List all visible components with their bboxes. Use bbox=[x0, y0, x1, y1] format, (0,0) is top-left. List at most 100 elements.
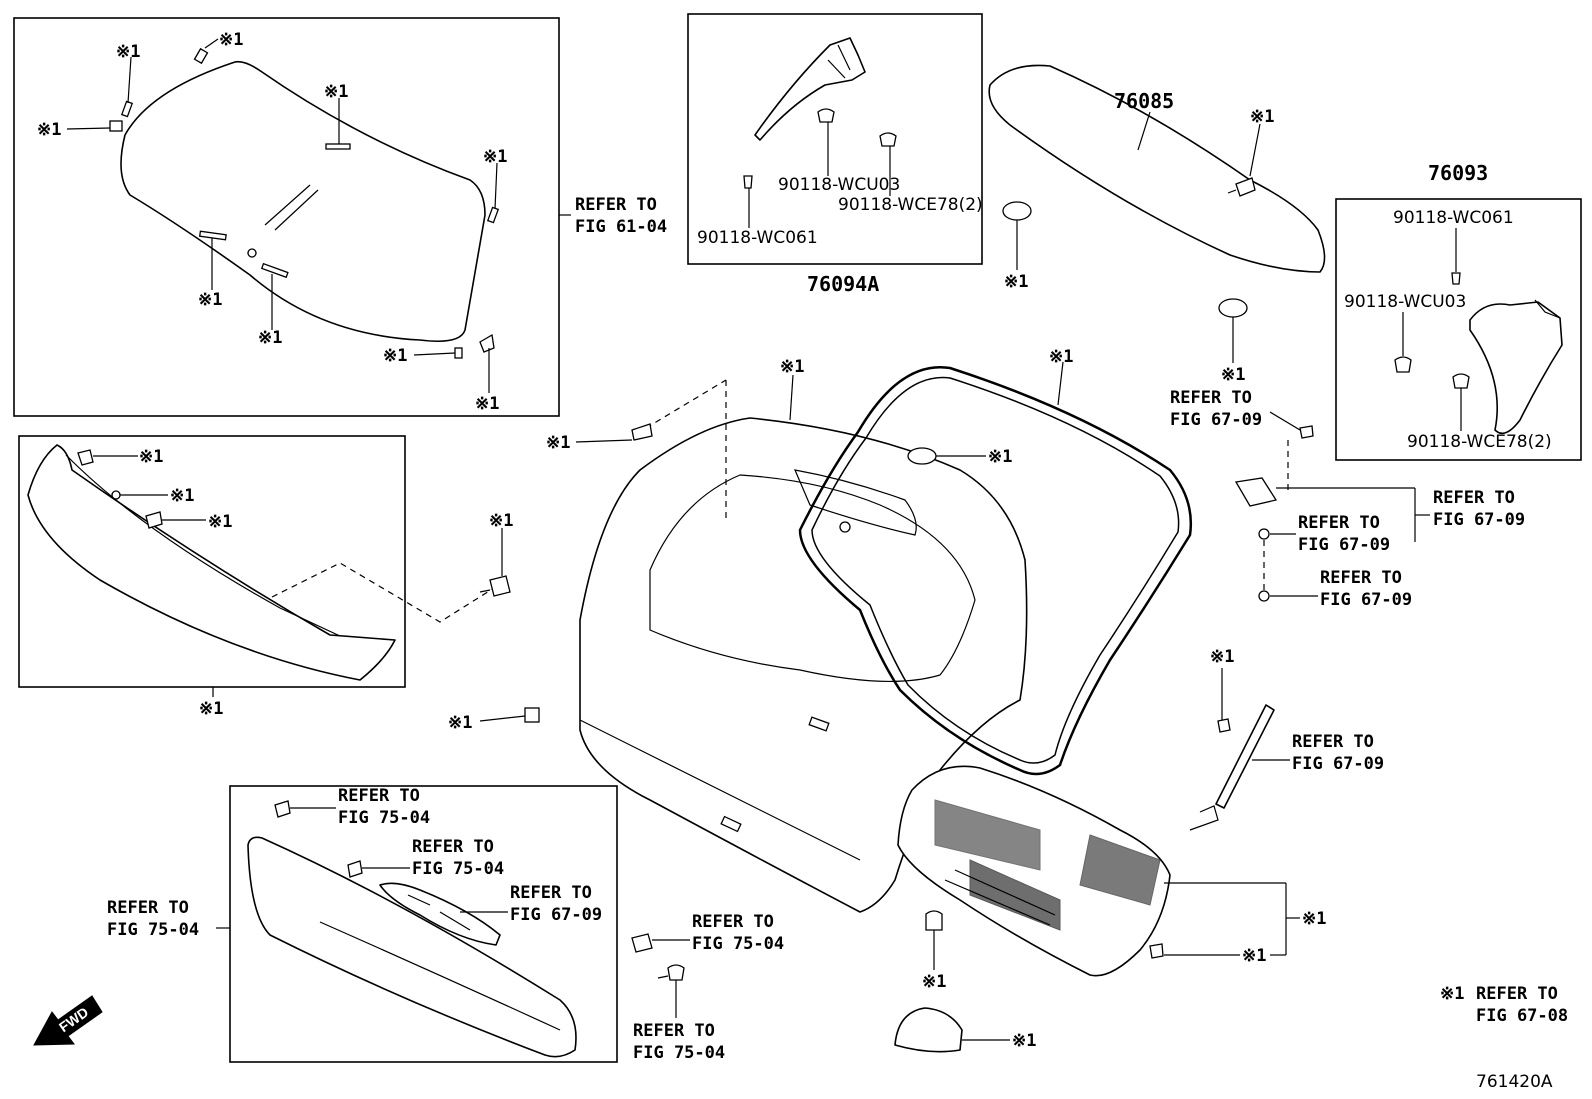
fig-67-09-label: FIG 67-09 bbox=[1433, 510, 1525, 530]
clip-wce78-part bbox=[879, 132, 897, 147]
mark-label: ※1 bbox=[1004, 272, 1028, 292]
fig-75-04-label: FIG 75-04 bbox=[412, 859, 504, 879]
mark-label: ※1 bbox=[489, 511, 513, 531]
garnish-screw bbox=[347, 860, 363, 878]
grommet-a bbox=[1002, 201, 1032, 221]
part-76094a-label: 76094A bbox=[807, 272, 879, 296]
mark-label: ※1 bbox=[780, 357, 804, 377]
glass-strip-b bbox=[260, 262, 289, 279]
mark-label: ※1 bbox=[1012, 1031, 1036, 1051]
clip-wc061-label: 90118-WC061 bbox=[697, 228, 818, 248]
glass-clip-b bbox=[120, 100, 134, 118]
handle-cover bbox=[894, 1007, 963, 1053]
fig-75-04-label: FIG 75-04 bbox=[338, 808, 430, 828]
glass-clip-d bbox=[486, 206, 500, 224]
glass-strip-c bbox=[325, 143, 351, 150]
clip-wce78-b-label: 90118-WCE78(2) bbox=[1407, 432, 1552, 452]
refer-to-label: REFER TO bbox=[412, 837, 494, 857]
fig-67-09-label: FIG 67-09 bbox=[1170, 410, 1262, 430]
fwd-arrow-icon: FWD bbox=[33, 995, 103, 1046]
refer-to-label: REFER TO bbox=[575, 195, 657, 215]
glass-clip-e bbox=[454, 347, 463, 359]
mark-label: ※1 bbox=[483, 147, 507, 167]
door-pad bbox=[524, 707, 540, 723]
rear-glass-panel bbox=[120, 60, 486, 343]
spoiler-bolt-lower bbox=[489, 575, 511, 597]
mark-label: ※1 bbox=[219, 30, 243, 50]
part-76085-label: 76085 bbox=[1114, 89, 1174, 113]
spoiler-bolt bbox=[1235, 177, 1256, 197]
mark-label: ※1 bbox=[988, 447, 1012, 467]
rear-glass-box bbox=[13, 17, 560, 417]
refer-to-label: REFER TO bbox=[1292, 732, 1374, 752]
refer-to-label: REFER TO bbox=[1433, 488, 1515, 508]
door-stopper bbox=[925, 910, 943, 931]
footnote-fig: FIG 67-08 bbox=[1476, 1006, 1568, 1026]
clip-wcu03-label: 90118-WCU03 bbox=[778, 175, 900, 195]
trim-clip bbox=[1149, 943, 1164, 959]
grommet-b bbox=[1218, 298, 1248, 318]
mark-label: ※1 bbox=[198, 290, 222, 310]
garnish-box bbox=[229, 785, 618, 1063]
mark-label: ※1 bbox=[383, 346, 407, 366]
clip-wcu03-part bbox=[817, 108, 835, 123]
spoiler-clip bbox=[111, 490, 121, 500]
back-door-garnish bbox=[247, 836, 577, 1058]
bracket-76094a bbox=[754, 37, 866, 141]
bracket-76093-box bbox=[1335, 198, 1582, 461]
mark-label: ※1 bbox=[1302, 909, 1326, 929]
door-clip-a bbox=[631, 423, 653, 441]
fig-75-04-label: FIG 75-04 bbox=[633, 1043, 725, 1063]
mark-label: ※1 bbox=[546, 433, 570, 453]
bracket-76093 bbox=[1469, 301, 1563, 435]
fig-67-09-label: FIG 67-09 bbox=[1292, 754, 1384, 774]
clip-wce78-label: 90118-WCE78(2) bbox=[838, 195, 983, 215]
clip-wcu03-b-part bbox=[1394, 356, 1412, 373]
bracket-76094a-box bbox=[687, 13, 983, 265]
glass-reflection bbox=[264, 184, 319, 231]
mark-label: ※1 bbox=[199, 699, 223, 719]
bolt bbox=[667, 964, 685, 981]
damper-bolt bbox=[1217, 718, 1231, 733]
fig-75-04-label: FIG 75-04 bbox=[107, 920, 199, 940]
fig-67-09-label: FIG 67-09 bbox=[1320, 590, 1412, 610]
spoiler-nut bbox=[77, 449, 94, 466]
mark-label: ※1 bbox=[170, 486, 194, 506]
clip-wcu03-b-label: 90118-WCU03 bbox=[1344, 292, 1466, 312]
fig-61-04-label: FIG 61-04 bbox=[575, 217, 667, 237]
mark-label: ※1 bbox=[1210, 647, 1234, 667]
refer-to-label: REFER TO bbox=[1320, 568, 1402, 588]
mark-label: ※1 bbox=[448, 713, 472, 733]
mark-label: ※1 bbox=[139, 447, 163, 467]
refer-to-label: REFER TO bbox=[107, 898, 189, 918]
mark-label: ※1 bbox=[324, 82, 348, 102]
hinge-nut bbox=[1258, 590, 1270, 602]
clip-wc061-b-part bbox=[1451, 272, 1461, 285]
fig-67-09-label: FIG 67-09 bbox=[510, 905, 602, 925]
mark-label: ※1 bbox=[1221, 365, 1245, 385]
clip-wce78-b-part bbox=[1452, 373, 1470, 389]
refer-to-label: REFER TO bbox=[633, 1021, 715, 1041]
door-grommet bbox=[907, 447, 937, 465]
mark-label: ※1 bbox=[258, 328, 282, 348]
glass-hole bbox=[247, 248, 257, 258]
spoiler-lower bbox=[27, 444, 396, 681]
refer-to-label: REFER TO bbox=[1298, 513, 1380, 533]
spoiler-screw bbox=[145, 511, 163, 529]
glass-clip-f bbox=[479, 333, 495, 353]
hinge-bolt bbox=[1299, 425, 1314, 439]
hinge-washer bbox=[1258, 528, 1270, 540]
garnish-nut bbox=[274, 800, 291, 818]
spoiler-76085 bbox=[988, 64, 1326, 273]
back-door-window-opening bbox=[649, 474, 976, 683]
hinge bbox=[1234, 477, 1278, 507]
clip-wc061-b-label: 90118-WC061 bbox=[1393, 208, 1514, 228]
spoiler-lower-box bbox=[18, 435, 406, 688]
refer-to-label: REFER TO bbox=[692, 912, 774, 932]
mark-label: ※1 bbox=[475, 394, 499, 414]
refer-to-label: REFER TO bbox=[1170, 388, 1252, 408]
clip-wc061-part bbox=[743, 175, 753, 189]
retainer bbox=[631, 933, 653, 953]
fig-67-09-label: FIG 67-09 bbox=[1298, 535, 1390, 555]
weatherstrip bbox=[798, 365, 1192, 776]
